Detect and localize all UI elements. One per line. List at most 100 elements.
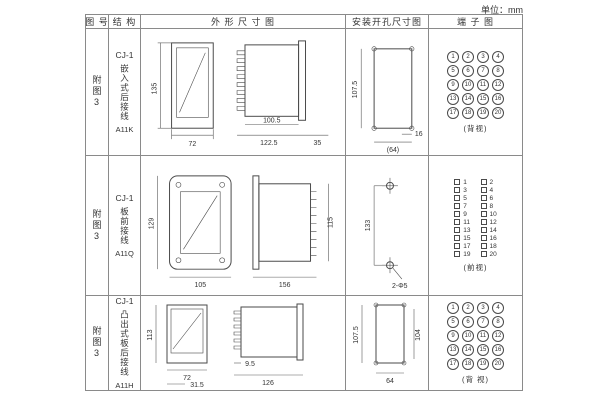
side-view-dimensions: 156 115: [252, 183, 334, 289]
cell-mounting-row3: 107.5 104 64: [346, 296, 429, 390]
unit-label: 单位：mm: [481, 5, 523, 15]
terminal-pin: 19: [454, 251, 471, 258]
header-fig-no: 图 号: [86, 15, 109, 29]
dim-height: 129: [148, 218, 155, 230]
outline-drawing-a11q: 129 105 156 115: [148, 175, 334, 289]
mounting-drawing-a11h: 107.5 104 64: [353, 302, 422, 385]
terminal-pin: 16: [492, 92, 504, 105]
dim-flange: 35: [313, 140, 321, 147]
terminal-square-icon: [454, 195, 461, 201]
fig-no-label: 附图3: [91, 208, 102, 243]
terminal-square-icon: [480, 251, 487, 257]
terminal-pin: 1: [454, 179, 470, 186]
terminal-pin: 17: [447, 357, 459, 370]
terminal-pin: 17: [447, 106, 459, 119]
terminal-pin: 2: [480, 179, 497, 186]
terminal-pin: 1: [447, 301, 459, 314]
terminal-square-icon: [454, 251, 461, 257]
outline-drawing-a11h: 113 72 31.5 9.5 126: [147, 303, 303, 389]
terminal-square-icon: [480, 243, 487, 249]
terminal-pin: 5: [447, 64, 459, 77]
front-view-dimensions: 135 72: [151, 42, 214, 148]
header-outline: 外 形 尺 寸 图: [141, 15, 346, 29]
terminal-square-icon: [480, 211, 487, 217]
fig-no-label: 附图3: [91, 326, 102, 360]
terminal-square-icon: [454, 243, 461, 249]
terminal-square-icon: [454, 211, 461, 217]
terminal-pin: 2: [462, 301, 474, 314]
terminal-square-icon: [480, 235, 487, 241]
type-label: 嵌入式后接线: [119, 64, 130, 121]
outline-drawing-a11k: 135 72 100.5 122.5 35: [151, 40, 328, 148]
cell-outline-row2: 129 105 156 115: [141, 156, 346, 296]
terminal-pin: 19: [477, 106, 489, 119]
fig-no-label: 附图3: [91, 75, 102, 109]
terminal-pin: 17: [454, 243, 471, 250]
terminal-pin: 3: [477, 301, 489, 314]
terminal-pin: 12: [492, 78, 504, 91]
dim-width: 105: [194, 282, 206, 289]
terminal-view-caption: (背视): [463, 123, 488, 133]
header-terminal: 端 子 图: [429, 15, 522, 29]
terminal-pin: 20: [492, 357, 504, 370]
terminal-square-icon: [454, 187, 461, 193]
side-view-dimensions: 100.5 122.5 35: [236, 117, 328, 147]
terminal-square-icon: [480, 227, 487, 233]
terminal-pin: 6: [462, 315, 474, 328]
terminal-pin: 1: [447, 50, 459, 63]
dim-total-depth: 122.5: [260, 140, 278, 147]
type-label: 凸出式板后接线: [119, 310, 130, 377]
terminal-pin: 18: [480, 243, 497, 250]
hole-size-label: 2-Φ5: [391, 283, 407, 290]
dim-body-depth: 100.5: [263, 117, 281, 124]
terminal-pin: 13: [454, 227, 471, 234]
cell-mounting-row1: 107.5 16 (64): [346, 29, 429, 156]
terminal-square-icon: [480, 219, 487, 225]
terminal-pin: 19: [477, 357, 489, 370]
terminal-pin: 20: [492, 106, 504, 119]
code-label: A11H: [115, 380, 134, 390]
terminal-pin: 6: [462, 64, 474, 77]
relay-side-view: [251, 175, 316, 270]
terminal-square-icon: [480, 187, 487, 193]
terminal-square-icon: [454, 203, 461, 209]
model-label: CJ-1: [115, 50, 134, 60]
terminal-pin: 3: [477, 50, 489, 63]
terminal-pin: 3: [454, 187, 470, 194]
terminal-view-caption: (前视): [463, 262, 488, 272]
cutout-dimensions: 107.5 104 64: [353, 305, 422, 385]
spec-table: 图 号 结 构 外 形 尺 寸 图 安装开孔尺寸图 端 子 图 附图3 CJ-1…: [85, 14, 523, 391]
mounting-holes: [381, 177, 398, 274]
terminal-pin: 8: [492, 315, 504, 328]
terminal-square-icon: [480, 179, 487, 185]
dim-cutout-height: 107.5: [352, 81, 359, 99]
terminal-pin: 12: [492, 329, 504, 342]
terminal-pin: 4: [480, 187, 497, 194]
code-label: A11K: [115, 125, 134, 134]
terminal-pin: 5: [454, 195, 470, 202]
cell-fig-no-row3: 附图3: [86, 296, 109, 390]
relay-front-view: [168, 175, 232, 270]
dim-inner-width: 31.5: [190, 382, 204, 389]
terminal-pin: 11: [477, 329, 489, 342]
terminal-pin: 11: [454, 219, 470, 226]
terminal-pin: 15: [477, 92, 489, 105]
terminal-square-icon: [454, 227, 461, 233]
terminal-pin: 16: [492, 343, 504, 356]
relay-front-view: [166, 304, 207, 364]
terminal-pin: 4: [492, 50, 504, 63]
terminal-pin: 7: [477, 64, 489, 77]
terminal-pin: 8: [492, 64, 504, 77]
terminal-pin: 10: [462, 329, 474, 342]
terminal-square-icon: [454, 219, 461, 225]
cell-structure-row3: CJ-1 凸出式板后接线 A11H: [109, 296, 141, 390]
terminal-square-icon: [454, 235, 461, 241]
terminal-view-caption: (背 视): [461, 374, 490, 384]
dim-cutout-height: 107.5: [353, 326, 360, 344]
terminal-pin: 7: [477, 315, 489, 328]
